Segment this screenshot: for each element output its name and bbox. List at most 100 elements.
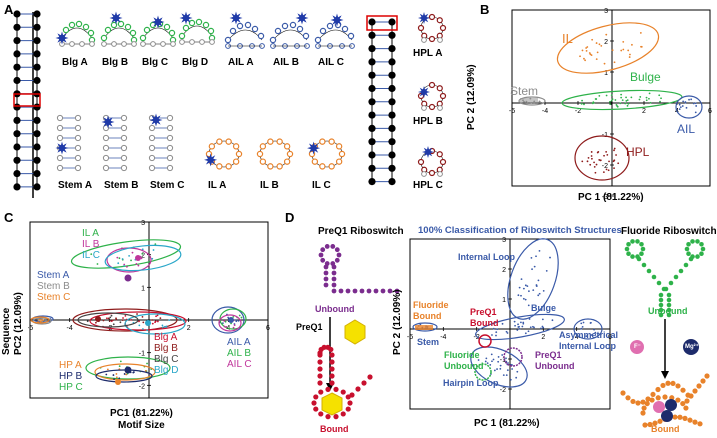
bulge-point	[620, 96, 623, 99]
hairpin-loop-point	[492, 358, 495, 361]
nucleotide	[148, 144, 156, 152]
blg-b-point	[142, 321, 145, 324]
stem-a-ellipse	[32, 315, 54, 323]
nucleotide	[439, 92, 447, 100]
nucleotide	[331, 264, 337, 270]
blg-b-ellipse	[72, 308, 178, 332]
label-il-b: IL B	[260, 180, 279, 191]
il-b-point	[123, 263, 126, 266]
nucleotide	[33, 10, 41, 18]
panel-label-a: A	[4, 2, 14, 17]
x-tick-label: 2	[187, 325, 191, 332]
nucleotide	[692, 419, 698, 425]
ail-c-point	[233, 324, 236, 327]
nucleotide	[355, 386, 361, 392]
nucleotide	[636, 256, 642, 262]
bulge-point	[645, 96, 648, 99]
asym-internal-loop-point	[594, 331, 597, 334]
il-point	[586, 46, 589, 48]
axis-label-x-sub: Motif Size	[118, 420, 165, 431]
internal-loop-point	[517, 294, 520, 297]
legend-blg-c: Blg C	[154, 354, 179, 365]
nucleotide	[257, 32, 265, 40]
legend-blg-a: Blg A	[154, 332, 178, 343]
x-tick-label: -6	[509, 108, 515, 115]
bulge-ellipse	[475, 313, 565, 341]
il-c-point	[117, 262, 120, 265]
blg-a-point	[105, 317, 108, 320]
bulge-point	[619, 102, 622, 105]
il-point	[591, 38, 594, 41]
hp-b-point	[118, 377, 121, 380]
nucleotide	[662, 394, 668, 400]
label-ail-a: AIL A	[228, 57, 254, 68]
panel-label-c: C	[4, 210, 14, 225]
nucleotide	[111, 41, 117, 47]
bulge-point	[551, 319, 554, 322]
nucleotide	[326, 22, 334, 30]
x-tick-label: 6	[608, 334, 612, 341]
ail-point	[692, 102, 695, 105]
y-tick-label: -2	[139, 383, 145, 390]
il-a-point	[90, 253, 93, 256]
fluoride-riboswitch-diagram	[620, 239, 710, 428]
nucleotide	[314, 36, 322, 44]
nucleotide	[367, 374, 373, 380]
nucleotide	[645, 396, 651, 402]
nucleotide	[688, 393, 694, 399]
nucleotide	[33, 50, 41, 58]
ail-point	[688, 98, 690, 101]
nucleotide	[148, 164, 156, 172]
stem-b-ellipse	[32, 317, 52, 325]
blg-d-point	[161, 326, 164, 329]
nucleotide	[251, 25, 259, 33]
nucleotide	[366, 288, 372, 294]
nucleotide	[421, 105, 427, 111]
asym-internal-loop-point	[593, 328, 595, 331]
label-hpl-c: HPL C	[413, 180, 443, 191]
legend-stem-a: Stem A	[37, 270, 70, 281]
nucleotide	[33, 76, 41, 85]
nucleotide	[170, 41, 176, 47]
bulge-point	[594, 98, 597, 100]
nucleotide	[148, 134, 156, 142]
bulge-point	[638, 98, 641, 101]
nucleotide	[313, 406, 319, 412]
nucleotide	[140, 41, 146, 47]
panel-a-figure	[13, 10, 447, 198]
nucleotide	[120, 114, 128, 122]
mutation-star-icon	[307, 141, 321, 155]
blg-d-point	[168, 319, 171, 322]
legend-ail-c: AIL C	[227, 359, 252, 370]
nucleotide	[74, 124, 82, 132]
nucleotide	[626, 241, 631, 247]
bulge-point	[496, 328, 499, 331]
asym-internal-loop-ellipse	[573, 318, 603, 340]
blg-a-point	[130, 318, 133, 321]
nucleotide	[274, 27, 282, 35]
mutation-star-icon	[109, 11, 123, 25]
nucleotide	[428, 13, 436, 21]
bulge-point	[529, 326, 532, 329]
bulge-point	[506, 332, 509, 334]
nucleotide	[13, 156, 21, 164]
stem-point	[538, 100, 541, 103]
nucleotide	[655, 395, 661, 401]
nucleotide	[417, 158, 425, 166]
il-point	[598, 43, 601, 46]
bulge-point	[621, 99, 624, 102]
internal-loop-point	[537, 279, 540, 282]
nucleotide	[229, 27, 237, 35]
bulge-point	[592, 101, 595, 103]
internal-loop-point	[522, 287, 525, 290]
bulge-point	[581, 99, 583, 102]
nucleotide	[87, 29, 95, 37]
bulge-point	[605, 94, 608, 97]
bulge-point	[609, 103, 612, 106]
nucleotide	[225, 163, 232, 170]
blg-a-ellipse	[89, 311, 187, 331]
bulge-point	[522, 322, 525, 325]
hp-a-point	[115, 376, 118, 379]
nucleotide	[421, 171, 427, 177]
legend-ail-a: AIL A	[227, 337, 251, 348]
